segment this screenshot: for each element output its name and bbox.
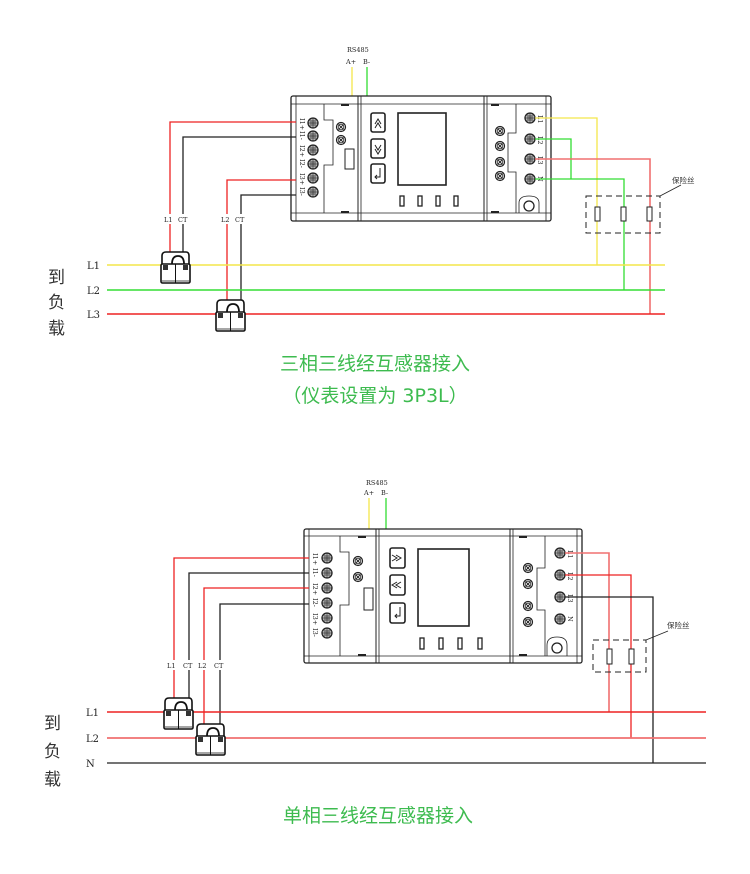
ct-clamp-l1 xyxy=(163,697,194,730)
voltage-l2-wire xyxy=(535,178,625,290)
fuse-box: 保险丝 xyxy=(585,175,695,234)
side-label-char: 负 xyxy=(44,742,61,762)
fuse xyxy=(594,206,601,222)
enter-button[interactable] xyxy=(389,602,406,624)
ct-clamp-l3 xyxy=(215,299,246,332)
ct-clamp-l1 xyxy=(160,251,191,284)
prev-button[interactable] xyxy=(389,574,406,596)
fuse xyxy=(646,206,653,222)
terminal-label: N xyxy=(566,616,574,622)
prev-button[interactable] xyxy=(370,138,386,159)
bus-label-l1: L1 xyxy=(86,708,99,719)
lcd-display xyxy=(397,112,447,186)
side-label-char: 负 xyxy=(48,293,65,313)
rs485-b-label: B- xyxy=(381,489,388,497)
terminal-label: L2 xyxy=(536,136,544,144)
ct1-l1-wire xyxy=(169,121,296,260)
voltage-l2-wire xyxy=(565,574,632,738)
ct1-ct-label: CT xyxy=(178,216,188,224)
diagram-subcaption: （仪表设置为 3P3L） xyxy=(282,385,467,407)
ct2-line-label: L2 xyxy=(198,662,206,670)
terminal-label: I3- xyxy=(311,628,319,637)
rs485-title: RS485 xyxy=(366,479,388,487)
terminal-label: I2+ xyxy=(298,145,306,157)
indicator-led xyxy=(399,195,405,207)
voltage-n-wire xyxy=(565,596,654,763)
diagram-caption: 三相三线经互感器接入 xyxy=(280,353,470,375)
ct2-ct-label: CT xyxy=(235,216,245,224)
ct2-ct-wire xyxy=(240,194,296,310)
terminal-label: L2 xyxy=(566,572,574,580)
indicator-led xyxy=(419,637,425,650)
rs485-a-label: A+ xyxy=(363,489,374,497)
terminal-label: I1- xyxy=(311,568,319,577)
indicator-led xyxy=(457,637,463,650)
terminal-label: I3+ xyxy=(298,173,306,185)
indicator-led xyxy=(417,195,423,207)
enter-button[interactable] xyxy=(370,163,386,184)
bus-label-l3: L3 xyxy=(87,310,100,321)
ct1-ct-wire xyxy=(188,572,309,700)
bus-label-l2: L2 xyxy=(87,286,100,297)
ct2-ct-wire xyxy=(219,603,309,728)
terminal-label: I1+ xyxy=(311,553,319,565)
bus-label-n: N xyxy=(86,759,95,770)
ct1-l1-wire xyxy=(173,557,309,700)
diagram-caption: 单相三线经互感器接入 xyxy=(283,805,473,827)
side-label-char: 到 xyxy=(44,714,61,734)
ct2-line-label: L2 xyxy=(221,216,229,224)
terminal-label: I2- xyxy=(311,598,319,607)
fuse-label: 保险丝 xyxy=(672,175,695,185)
voltage-terminal-block: L1 L2 L3 N xyxy=(522,547,574,628)
ct-clamp-l2 xyxy=(195,723,226,756)
voltage-l2-link xyxy=(535,138,572,179)
ct-terminal-block: I1+ I1- I2+ I2- I3+ I3- xyxy=(311,552,364,639)
voltage-l3-wire xyxy=(535,158,651,314)
fuse-box: 保险丝 xyxy=(592,620,690,673)
diagram-three-phase: RS485 A+ B- xyxy=(48,46,695,407)
terminal-label: I3+ xyxy=(311,613,319,625)
bus-label-l1: L1 xyxy=(87,261,100,272)
side-label-char: 到 xyxy=(48,268,65,288)
ct1-ct-label: CT xyxy=(183,662,193,670)
energy-meter xyxy=(303,528,583,664)
terminal-label: L1 xyxy=(536,115,544,123)
indicator-led xyxy=(435,195,441,207)
ct1-ct-wire xyxy=(182,136,296,260)
indicator-led xyxy=(438,637,444,650)
ct2-l2-wire xyxy=(203,587,309,728)
indicator-led xyxy=(453,195,459,207)
diagram-single-phase: RS485 A+ B- xyxy=(44,479,706,827)
indicator-led xyxy=(477,637,483,650)
ct1-line-label: L1 xyxy=(164,216,172,224)
fuse xyxy=(628,648,635,665)
terminal-label: I1+ xyxy=(298,118,306,130)
bus-label-l2: L2 xyxy=(86,734,99,745)
rs485-a-label: A+ xyxy=(345,58,356,66)
lcd-display xyxy=(417,548,470,627)
ct2-ct-label: CT xyxy=(214,662,224,670)
ct-terminal-block: I1+ I1- I2+ I2- I3+ I3- xyxy=(298,117,347,198)
terminal-label: L3 xyxy=(536,156,544,164)
terminal-label: I1- xyxy=(298,131,306,140)
terminal-label: I3- xyxy=(298,187,306,196)
fuse-label: 保险丝 xyxy=(667,620,690,630)
ct1-line-label: L1 xyxy=(167,662,175,670)
side-label-char: 载 xyxy=(48,319,65,339)
ct2-l2-wire xyxy=(226,179,296,310)
fuse xyxy=(620,206,627,222)
terminal-label: L1 xyxy=(566,550,574,558)
side-label-char: 载 xyxy=(44,770,61,790)
energy-meter xyxy=(290,95,552,222)
rs485-title: RS485 xyxy=(347,46,369,54)
rs485-b-label: B- xyxy=(363,58,370,66)
terminal-label: I2+ xyxy=(311,583,319,595)
terminal-label: L3 xyxy=(566,594,574,602)
fuse xyxy=(606,648,613,665)
terminal-label: I2- xyxy=(298,159,306,168)
